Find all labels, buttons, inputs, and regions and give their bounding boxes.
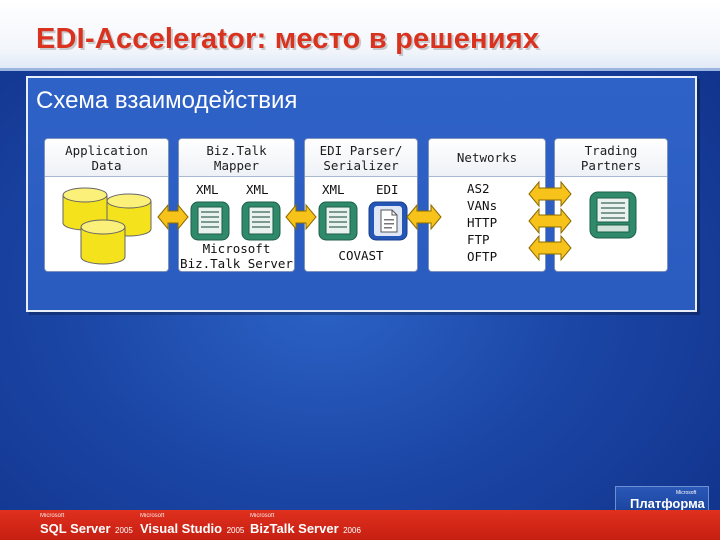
server-icon [241, 201, 281, 241]
platform-name: Платформа [630, 496, 705, 511]
product-year: 2006 [343, 526, 361, 535]
double-arrow-icon [285, 203, 317, 231]
double-arrow-icon [406, 203, 442, 231]
column-body: XML EDI COVAST [305, 177, 417, 271]
database-icon [80, 219, 126, 265]
product-name: SQL Server [40, 521, 111, 536]
product-biztalk-server: Microsoft BizTalk Server 2006 [250, 513, 361, 538]
vendor-label: Microsoft Biz.Talk Server [180, 241, 293, 271]
protocol-item: HTTP [467, 215, 498, 230]
product-sql-server: Microsoft SQL Server 2005 [40, 513, 133, 538]
product-year: 2005 [226, 526, 245, 535]
product-name: BizTalk Server [250, 521, 339, 536]
column-edi-parser: EDI Parser/ Serializer XML EDI COVAST [304, 138, 418, 272]
server-icon [190, 201, 230, 241]
double-arrow-icon [157, 203, 189, 231]
column-networks: Networks AS2 VANs HTTP FTP OFTP [428, 138, 546, 272]
product-maker: Microsoft [140, 513, 165, 519]
edi-label: EDI [376, 182, 399, 197]
product-maker: Microsoft [40, 513, 65, 519]
title-underline [0, 68, 720, 71]
column-trading-partners: Trading Partners [554, 138, 668, 272]
xml-label-right: XML [246, 182, 269, 197]
column-body [45, 177, 168, 271]
protocol-item: AS2 [467, 181, 490, 196]
slide-title: EDI-Accelerator: место в решениях [36, 23, 540, 55]
column-body [555, 177, 667, 271]
footer-bar [0, 510, 720, 540]
column-header: Application Data [45, 139, 168, 177]
product-name: Visual Studio [140, 521, 223, 536]
double-arrow-icon [528, 207, 572, 235]
protocol-item: OFTP [467, 249, 498, 264]
vendor-label: COVAST [338, 248, 384, 263]
product-year: 2005 [115, 526, 133, 535]
double-arrow-icon [528, 234, 572, 262]
protocol-item: FTP [467, 232, 490, 247]
column-body: XML XML Microsoft Biz.Talk Server [179, 177, 294, 271]
xml-label: XML [322, 182, 345, 197]
document-icon [368, 201, 408, 241]
interaction-panel: Схема взаимодействия Application Data [26, 76, 697, 312]
product-visual-studio: Microsoft Visual Studio 2005 [140, 513, 244, 538]
server-icon [318, 201, 358, 241]
xml-label-left: XML [196, 182, 219, 197]
double-arrow-icon [528, 180, 572, 208]
column-header: Trading Partners [555, 139, 667, 177]
column-header: Biz.Talk Mapper [179, 139, 294, 177]
platform-maker: Microsoft [676, 490, 697, 496]
database-stack-icon [62, 187, 152, 265]
column-application-data: Application Data [44, 138, 169, 272]
protocol-item: VANs [467, 198, 498, 213]
server-icon [589, 191, 637, 239]
column-biztalk-mapper: Biz.Talk Mapper XML XML Microsoft Biz.Ta… [178, 138, 295, 272]
title-bar [0, 0, 720, 70]
column-header: EDI Parser/ Serializer [305, 139, 417, 177]
panel-title: Схема взаимодействия [36, 87, 298, 114]
column-header: Networks [429, 139, 545, 177]
column-body: AS2 VANs HTTP FTP OFTP [429, 177, 545, 271]
product-maker: Microsoft [250, 513, 275, 519]
